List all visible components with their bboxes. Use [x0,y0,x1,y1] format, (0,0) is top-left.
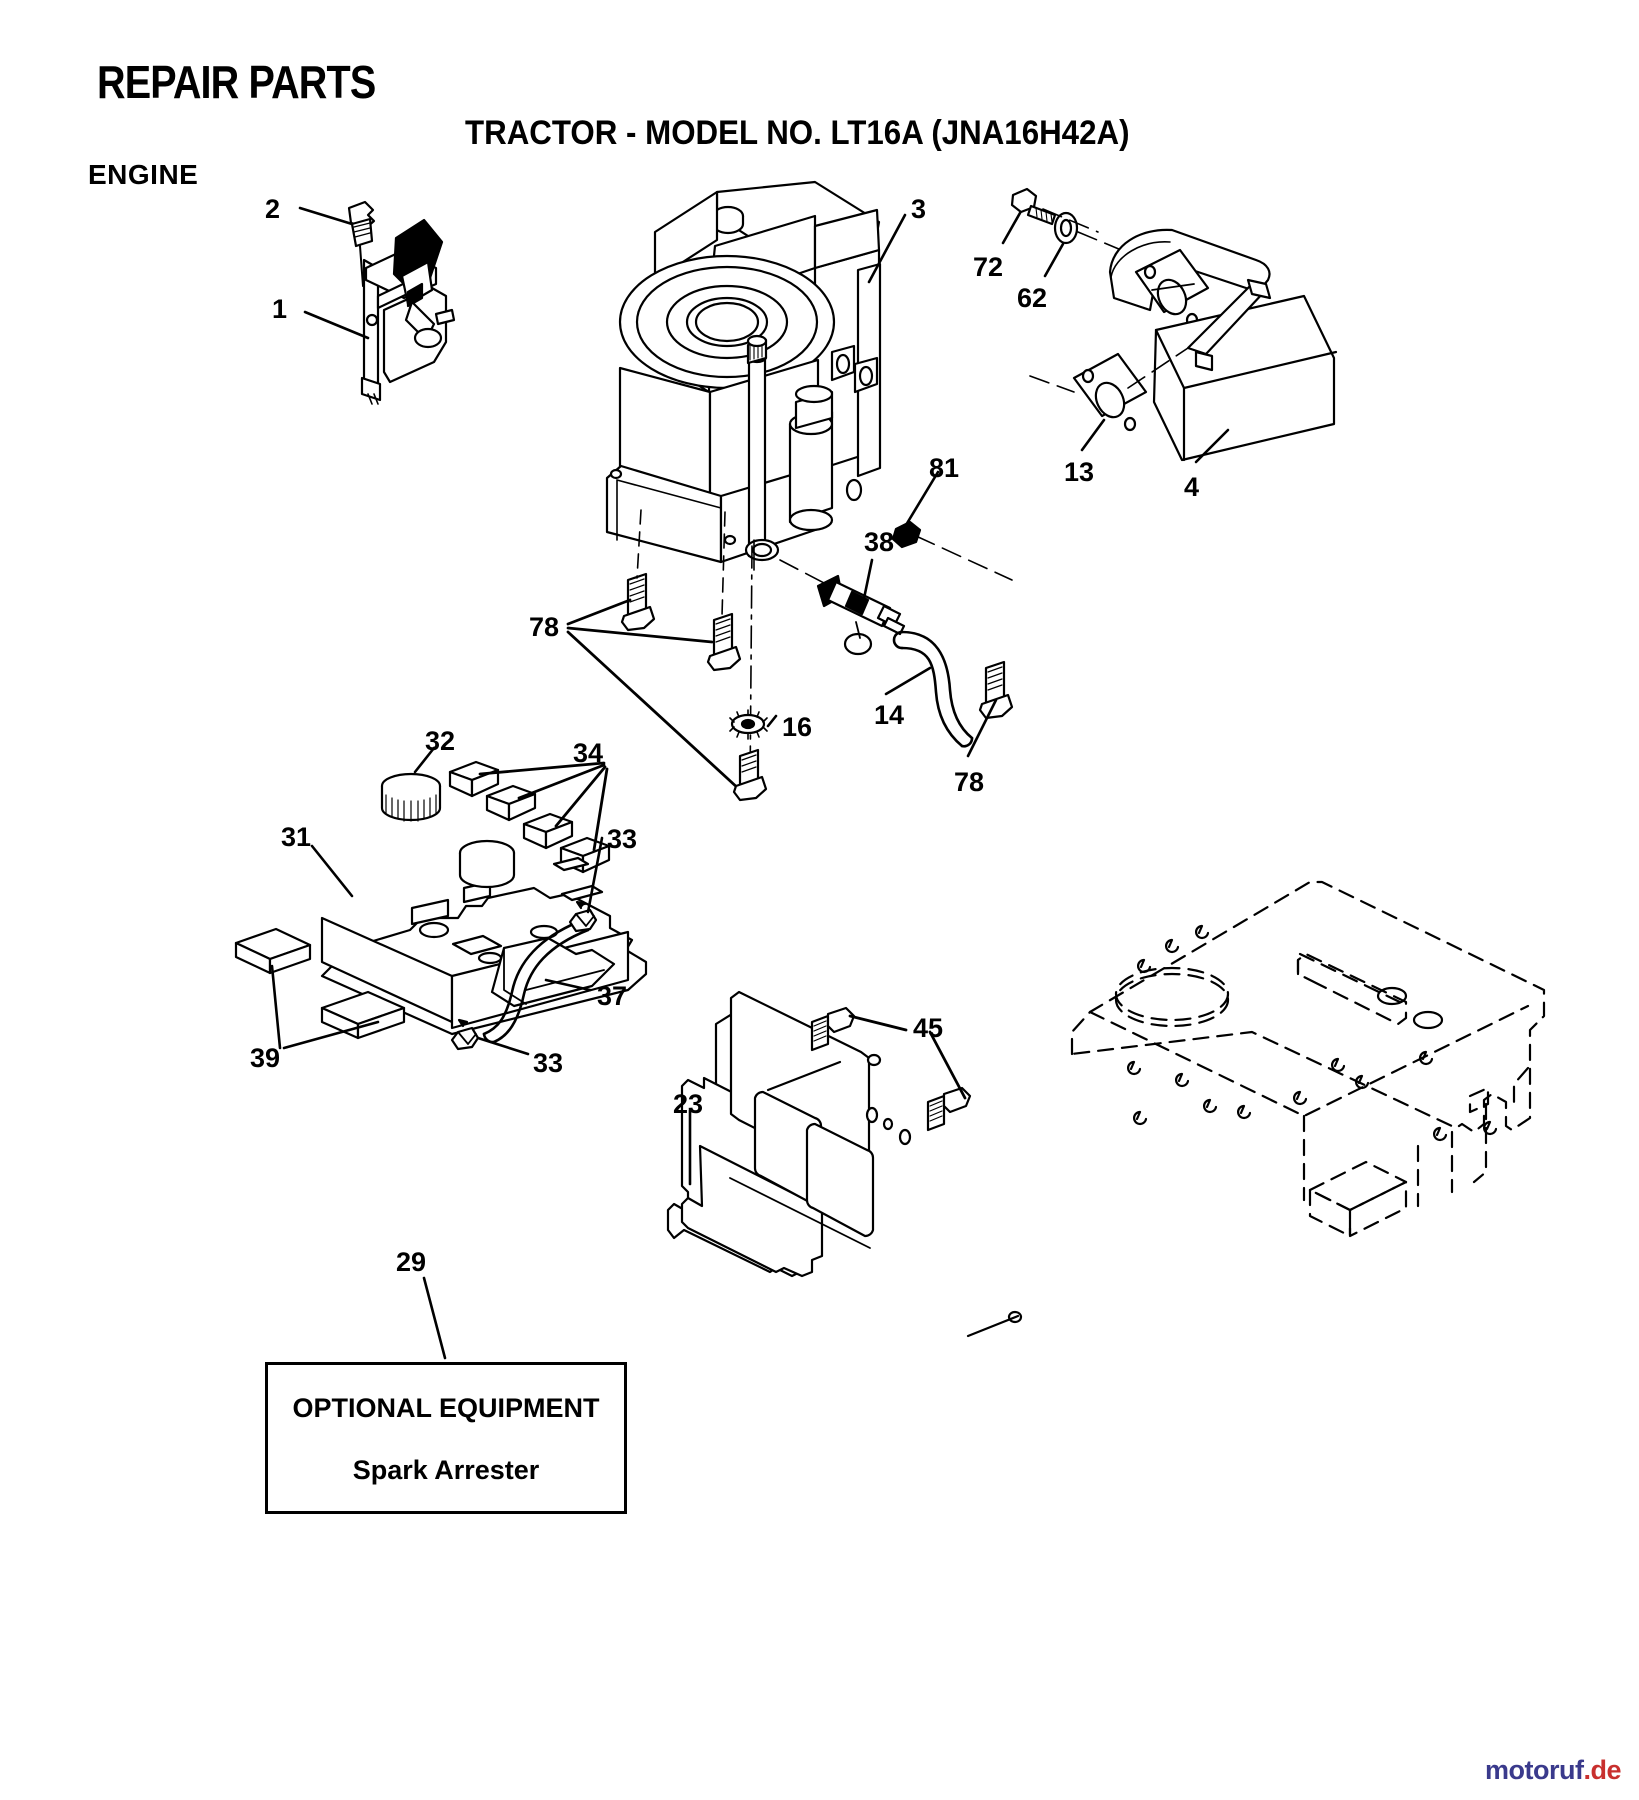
callout-72: 72 [973,252,1004,282]
part-fuel-tank [236,841,646,1048]
callout-78-right: 78 [954,767,985,797]
site-watermark: motoruf.de [1485,1755,1621,1786]
chassis-frame-fastener-marks [1128,926,1496,1140]
chassis-frame-phantom [1072,882,1544,1236]
callout-32: 32 [425,726,456,756]
callout-4: 4 [1184,472,1200,502]
optional-equipment-box: OPTIONAL EQUIPMENT Spark Arrester [265,1362,627,1514]
callout-62: 62 [1017,283,1048,313]
part-fuel-fitting-81 [893,472,1012,580]
callout-14: 14 [874,700,905,730]
callout-2: 2 [265,194,281,224]
leader-29 [424,1278,445,1358]
callout-81: 81 [929,453,960,483]
callout-38: 38 [864,527,895,557]
part-exhaust-gasket [1030,348,1188,450]
callout-31: 31 [281,822,312,852]
callout-13: 13 [1064,457,1095,487]
part-engine-assembly [607,182,905,570]
callout-34: 34 [573,738,604,768]
part-lock-washer [730,710,776,800]
part-muffler-hardware [1003,189,1126,276]
callout-33-lower: 33 [533,1048,564,1078]
part-fuel-filter [780,560,904,654]
callout-33-upper: 33 [607,824,638,854]
callout-3: 3 [911,194,927,224]
section-label-engine: ENGINE [88,159,199,190]
callout-45: 45 [913,1013,944,1043]
watermark-name: motoruf [1485,1755,1584,1785]
callout-23: 23 [673,1089,704,1119]
part-mount-bolts [568,510,1012,790]
part-throttle-control [300,202,454,404]
part-fuel-hose [452,838,602,1054]
part-muffler [1110,230,1336,462]
callout-1: 1 [272,294,288,324]
optional-equipment-title: OPTIONAL EQUIPMENT [292,1393,600,1423]
part-fuel-cap [382,748,440,821]
callout-29: 29 [396,1247,427,1277]
callout-16: 16 [782,712,813,742]
part-engine-shield [668,992,1021,1336]
watermark-tld: .de [1583,1755,1621,1785]
page-title: REPAIR PARTS [97,56,376,108]
callout-39: 39 [250,1043,281,1073]
optional-equipment-item: Spark Arrester [352,1455,540,1485]
callout-37: 37 [597,981,628,1011]
model-subtitle: TRACTOR - MODEL NO. LT16A (JNA16H42A) [465,114,1130,152]
part-fuel-line [886,632,972,746]
callout-78-left: 78 [529,612,560,642]
